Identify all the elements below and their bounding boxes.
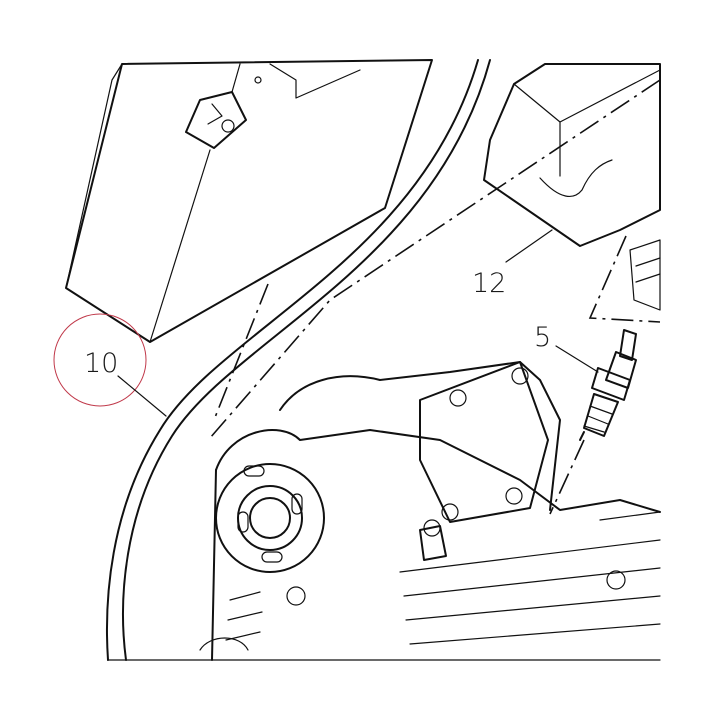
hose-part-10 [106, 59, 491, 661]
callout-5: 5 [534, 322, 551, 353]
marker-circle [53, 313, 147, 407]
cover-panel [65, 59, 433, 343]
spark-plug-icon [579, 329, 637, 441]
assembly-lines [209, 79, 661, 515]
leader-lines [117, 229, 599, 417]
callout-10: 10 [84, 348, 118, 379]
bracket-part-12 [483, 63, 661, 311]
callout-12: 12 [472, 268, 506, 299]
engine-head-icon [199, 361, 661, 661]
